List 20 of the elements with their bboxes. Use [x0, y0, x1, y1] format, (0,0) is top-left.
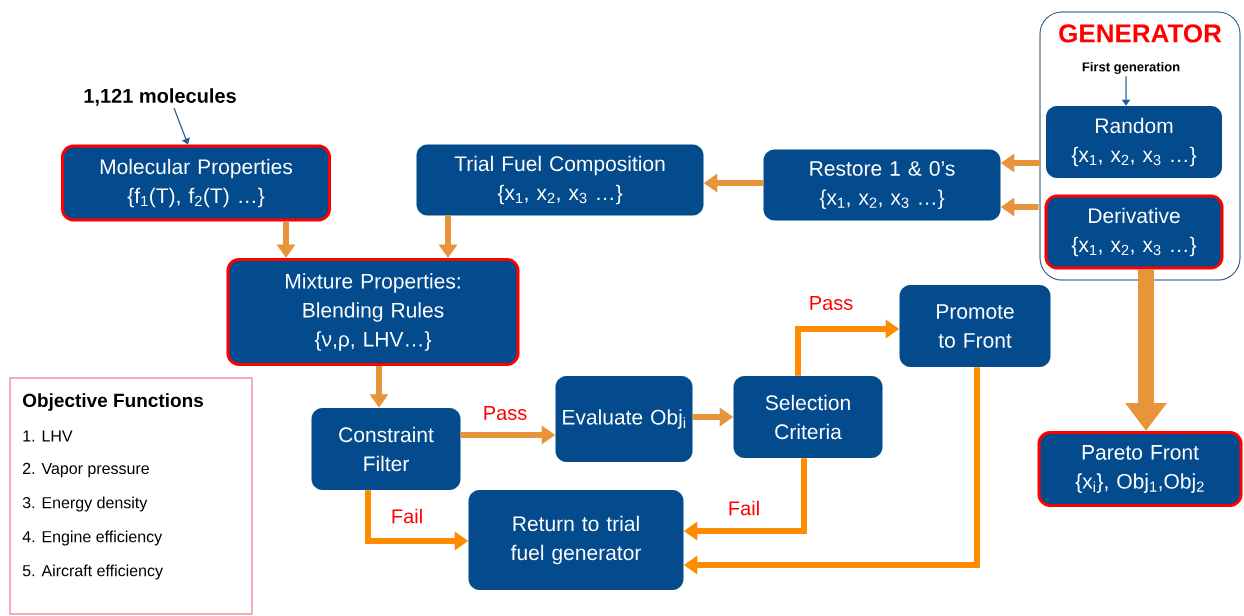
process-box: Evaluate Obj$_{i}$	[555, 376, 693, 462]
process-box: Random {x$_{1}$, x$_{2}$, x$_{3}$ …}	[1046, 106, 1222, 178]
process-box: Trial Fuel Composition {x$_{1}$, x$_{2}$, x$_{3}$ …}	[416, 144, 704, 216]
process-box: Derivative {x$_{1}$, x$_{2}$, x$_{3}$ …}	[1044, 194, 1224, 270]
process-box: Pareto Front {x$_{i}$}, Obj$_{1}$,Obj$_{2}$	[1037, 431, 1243, 507]
edge-label: Pass	[481, 405, 529, 421]
edge-label: Fail	[389, 507, 425, 525]
process-box: Restore 1 & 0’s {x$_{1}$, x$_{2}$, x$_{3}$ …}	[763, 149, 1001, 221]
objective-panel: Objective Functions 1. LHV 2. Vapor pressure 3. Energy density 4. Engine efficiency 5. Aircraft efficiency	[9, 377, 253, 615]
annotation-text: First generation	[1082, 61, 1180, 75]
process-box: Mixture Properties: Blending Rules {ν,ρ, LHV…}	[226, 258, 520, 366]
arrow	[173, 107, 190, 145]
edge-label: Fail	[726, 499, 762, 517]
process-box: Return to trial fuel generator	[468, 490, 684, 590]
process-box: Molecular Properties {f$_{1}$(T), f$_{2}$(T) …}	[61, 144, 331, 222]
process-box: Promote to Front	[899, 285, 1051, 367]
process-box: Constraint Filter	[311, 408, 461, 490]
edge-label: Pass	[807, 295, 855, 311]
process-box: Selection Criteria	[733, 376, 883, 458]
annotation-text: 1,121 molecules	[84, 88, 236, 106]
